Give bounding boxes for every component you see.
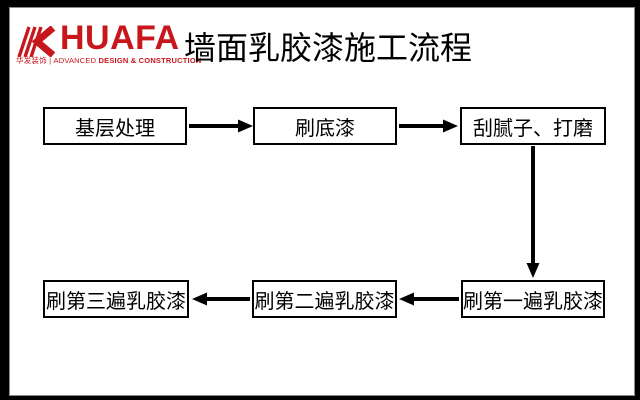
slide-canvas bbox=[9, 7, 635, 396]
flow-node-step-1: 基层处理 bbox=[43, 107, 187, 145]
page-title: 墙面乳胶漆施工流程 bbox=[184, 30, 473, 66]
flow-node-label: 基层处理 bbox=[75, 117, 155, 140]
huafa-k-icon bbox=[17, 26, 56, 57]
flow-node-label: 刷第三遍乳胶漆 bbox=[46, 290, 186, 313]
flow-node-step-3: 刮腻子、打磨 bbox=[460, 107, 606, 145]
flow-node-label: 刷底漆 bbox=[295, 117, 355, 140]
logo-tagline: 华发装饰 | ADVANCED DESIGN & CONSTRUCTION bbox=[16, 56, 201, 65]
flow-node-step-4: 刷第一遍乳胶漆 bbox=[461, 280, 605, 318]
logo-tagline-bold: DESIGN & CONSTRUCTION bbox=[98, 56, 202, 65]
flow-node-label: 刷第二遍乳胶漆 bbox=[254, 290, 395, 313]
huafa-logo: HUAFA 华发装饰 | ADVANCED DESIGN & CONSTRUCT… bbox=[15, 19, 201, 66]
logo-brand-text: HUAFA bbox=[60, 19, 180, 57]
flow-node-step-6: 刷第三遍乳胶漆 bbox=[43, 280, 189, 318]
flow-node-step-2: 刷底漆 bbox=[253, 107, 397, 145]
flow-node-label: 刮腻子、打磨 bbox=[473, 117, 593, 140]
logo-tagline-light: 华发装饰 | ADVANCED bbox=[16, 56, 99, 65]
flow-node-label: 刷第一遍乳胶漆 bbox=[463, 290, 603, 313]
flow-node-step-5: 刷第二遍乳胶漆 bbox=[252, 280, 397, 318]
